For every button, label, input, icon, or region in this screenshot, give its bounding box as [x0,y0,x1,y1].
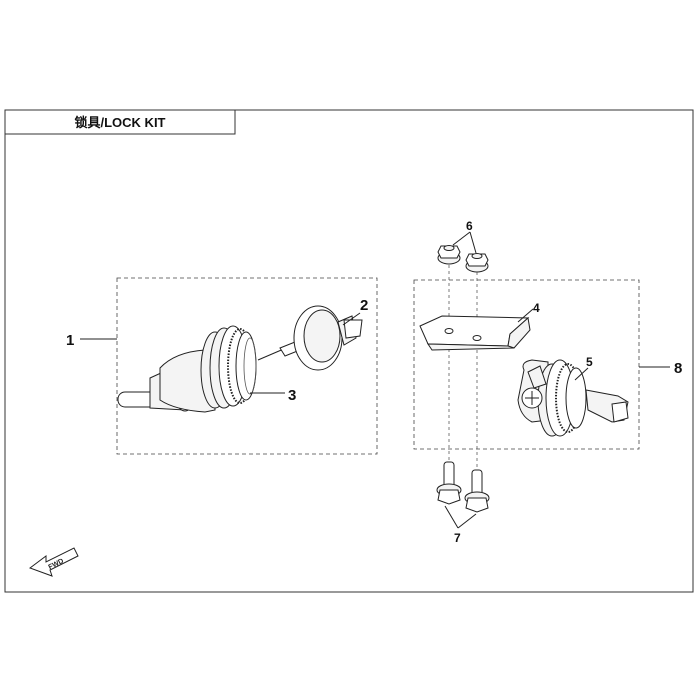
callout-6-leader-b [469,231,477,254]
callout-6-leader-a [452,231,471,246]
callout-7: 7 [454,531,461,545]
ignition-switch [117,325,301,413]
callout-2-leader [342,312,361,326]
callout-8: 8 [674,360,682,377]
lock-bracket [419,315,531,351]
callout-3: 3 [288,387,296,404]
diagram-title: 锁具/LOCK KIT [75,115,166,130]
group-1-dashed-box [116,277,378,455]
callout-4-leader [517,308,534,323]
callout-5: 5 [586,355,593,369]
group-8-dashed-box [413,279,640,450]
callout-7-leader-b [457,513,477,529]
callout-6: 6 [466,219,473,233]
flange-bolt-left [436,461,462,505]
fwd-arrow-icon: FWD [28,547,79,577]
flange-nut-right [465,253,489,273]
seat-lock [517,359,629,437]
callout-5-leader [574,367,589,381]
diagram-frame [4,109,694,593]
callout-7-leader-a [444,505,459,529]
callout-2: 2 [360,297,368,314]
callout-1: 1 [66,332,74,349]
callout-4: 4 [533,301,540,315]
flange-bolt-right [464,469,490,513]
flange-nut-left [437,245,461,265]
title-box: 锁具/LOCK KIT [4,109,236,135]
key-cap [279,305,363,371]
